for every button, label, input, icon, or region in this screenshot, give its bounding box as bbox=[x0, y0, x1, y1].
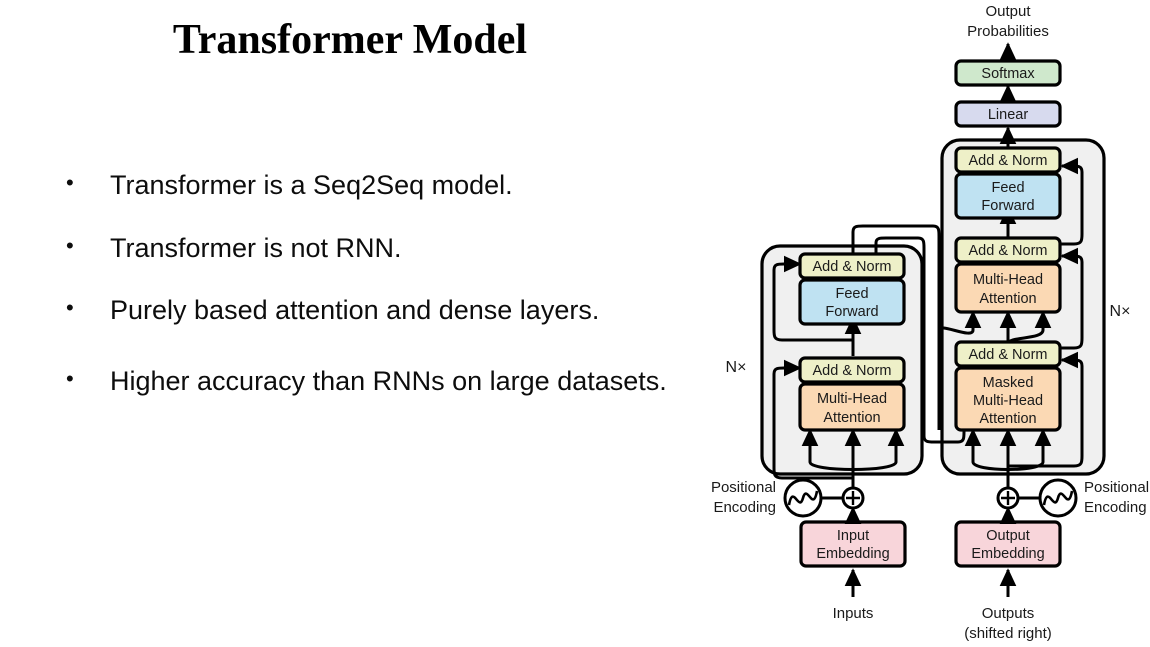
decoder-masked-attention-box bbox=[954, 366, 1062, 432]
list-item: • Higher accuracy than RNNs on large dat… bbox=[66, 364, 706, 399]
decoder-feed-forward-label-2: Forward bbox=[981, 198, 1034, 214]
bullet-marker-icon: • bbox=[66, 295, 74, 321]
decoder-add-norm-2-label: Add & Norm bbox=[969, 243, 1048, 259]
encoder-repeat-label: N× bbox=[726, 359, 747, 376]
list-item: • Transformer is a Seq2Seq model. bbox=[66, 168, 706, 203]
encoder-residual-1 bbox=[772, 359, 853, 480]
outputs-label-1: Outputs bbox=[982, 605, 1035, 622]
output-probabilities-label-1: Output bbox=[985, 3, 1031, 20]
encoder-positional-label-2: Encoding bbox=[713, 499, 776, 516]
encoder-output-bus bbox=[851, 224, 941, 430]
decoder-add-norm-1-label: Add & Norm bbox=[969, 347, 1048, 363]
bullet-list: • Transformer is a Seq2Seq model. • Tran… bbox=[66, 168, 706, 426]
decoder-multi-head-label-1: Multi-Head bbox=[973, 272, 1043, 288]
linear-label: Linear bbox=[988, 107, 1028, 123]
output-embedding-label-2: Embedding bbox=[971, 546, 1044, 562]
page-title: Transformer Model bbox=[172, 17, 528, 63]
decoder-residual-3 bbox=[1008, 351, 1084, 468]
encoder-add-norm-2-box bbox=[798, 252, 906, 280]
decoder-residual-1 bbox=[1008, 157, 1084, 246]
decoder-feed-forward-label-1: Feed bbox=[991, 180, 1024, 196]
decoder-residual-2 bbox=[1008, 247, 1084, 350]
input-embedding-label-2: Embedding bbox=[816, 546, 889, 562]
decoder-positional-sine-icon bbox=[1042, 490, 1074, 506]
decoder-cross-kv-left-join bbox=[937, 326, 975, 335]
decoder-feed-forward-box bbox=[954, 172, 1062, 220]
decoder-multi-head-label-2: Attention bbox=[979, 291, 1036, 307]
encoder-add-norm-1-box bbox=[798, 356, 906, 384]
decoder-masked-label-3: Attention bbox=[979, 411, 1036, 427]
encoder-multi-head-label-1: Multi-Head bbox=[817, 391, 887, 407]
decoder-masked-label-2: Multi-Head bbox=[973, 393, 1043, 409]
encoder-residual-2 bbox=[772, 255, 853, 342]
transformer-architecture-diagram: Add & Norm Feed Forward Add & Norm Multi… bbox=[690, 0, 1150, 647]
input-embedding-label-1: Input bbox=[837, 528, 869, 544]
bullet-marker-icon: • bbox=[66, 365, 74, 391]
list-item-label: Transformer is not RNN. bbox=[110, 232, 402, 263]
list-item: • Transformer is not RNN. bbox=[66, 231, 706, 266]
outputs-label-2: (shifted right) bbox=[964, 625, 1052, 642]
bullet-marker-icon: • bbox=[66, 232, 74, 258]
decoder-add-norm-3-label: Add & Norm bbox=[969, 153, 1048, 169]
encoder-feed-forward-label-1: Feed bbox=[835, 286, 868, 302]
decoder-positional-label-2: Encoding bbox=[1084, 499, 1147, 516]
encoder-attention-split bbox=[808, 460, 898, 471]
list-item: • Purely based attention and dense layer… bbox=[66, 293, 706, 328]
encoder-positional-sine-icon bbox=[787, 490, 819, 506]
decoder-positional-label-1: Positional bbox=[1084, 479, 1149, 496]
softmax-label: Softmax bbox=[981, 66, 1035, 82]
encoder-sum-plus-icon bbox=[846, 491, 860, 505]
decoder-repeat-label: N× bbox=[1110, 303, 1131, 320]
encoder-feed-forward-label-2: Forward bbox=[825, 304, 878, 320]
encoder-output-bus-2 bbox=[874, 236, 966, 444]
list-item-label: Transformer is a Seq2Seq model. bbox=[110, 170, 513, 200]
encoder-multi-head-attention-box bbox=[798, 382, 906, 432]
decoder-add-norm-2-box bbox=[954, 236, 1062, 264]
inputs-label: Inputs bbox=[833, 605, 874, 622]
encoder-add-norm-2-label: Add & Norm bbox=[813, 259, 892, 275]
decoder-masked-label-1: Masked bbox=[983, 375, 1034, 391]
encoder-positional-label-1: Positional bbox=[711, 479, 776, 496]
encoder-add-norm-1-label: Add & Norm bbox=[813, 363, 892, 379]
decoder-add-norm-1-box bbox=[954, 340, 1062, 368]
list-item-label: Purely based attention and dense layers. bbox=[110, 295, 600, 326]
output-probabilities-label-2: Probabilities bbox=[967, 23, 1049, 40]
decoder-sum-plus-icon bbox=[1001, 491, 1015, 505]
list-item-label: Higher accuracy than RNNs on large datas… bbox=[110, 365, 667, 396]
encoder-multi-head-label-2: Attention bbox=[823, 410, 880, 426]
bullet-marker-icon: • bbox=[66, 170, 74, 195]
output-embedding-label-1: Output bbox=[986, 528, 1030, 544]
decoder-multi-head-attention-box bbox=[954, 262, 1062, 314]
encoder-feed-forward-box bbox=[798, 278, 906, 326]
